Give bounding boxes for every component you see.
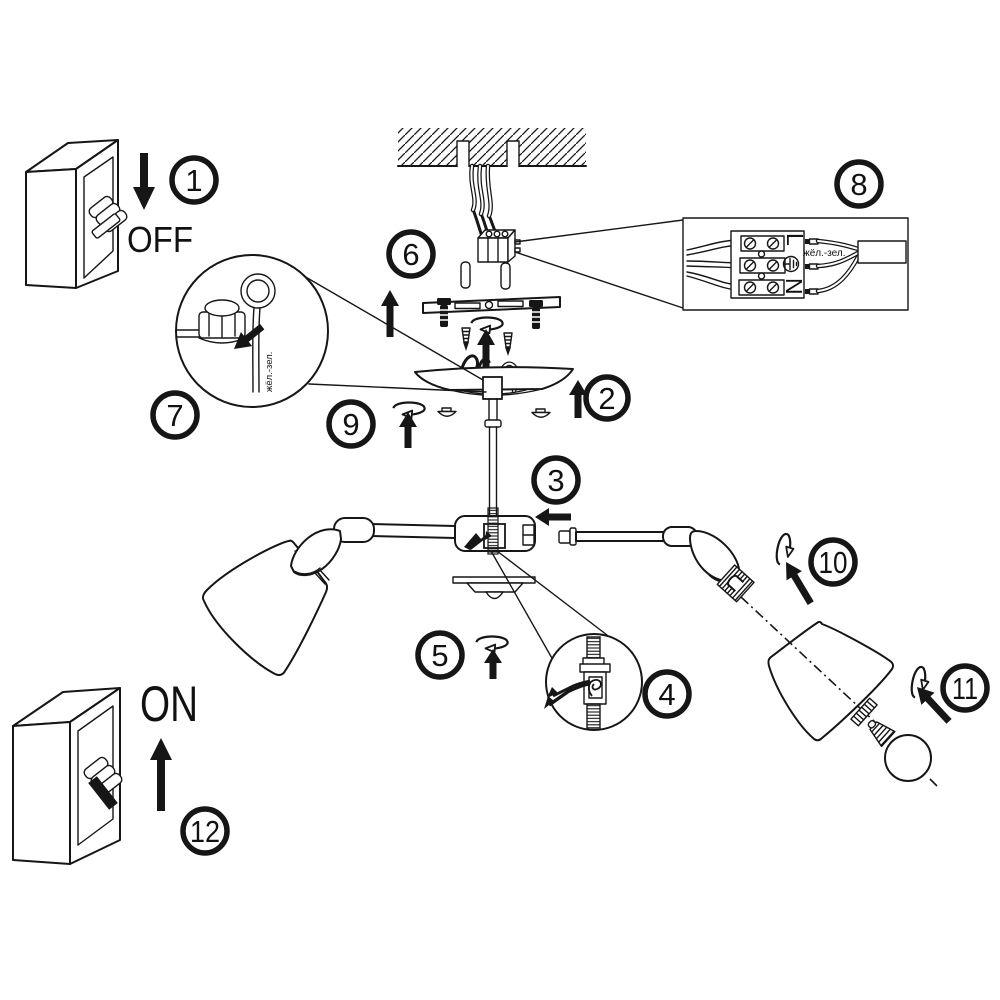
cable-gland-nut <box>175 299 246 344</box>
curled-wire <box>588 679 602 697</box>
step-badge-10: 10 <box>808 537 858 587</box>
ceiling-wires <box>469 163 499 238</box>
callout-line-terminal-detail <box>514 219 684 309</box>
terminal-screws <box>743 237 780 294</box>
bulb-base <box>867 720 896 748</box>
dome-nut <box>531 408 551 418</box>
canopy-gland-nut <box>482 376 503 400</box>
bracket-screw <box>437 298 451 327</box>
rotate-arrow-icon <box>470 316 504 335</box>
twisted-wires <box>544 679 591 709</box>
drilled-hole <box>506 140 520 166</box>
diagonal-arrow-icon <box>917 687 952 724</box>
junction-terminal <box>477 229 521 263</box>
step-number: 11 <box>952 671 978 706</box>
switch-levers-off <box>88 195 128 239</box>
hub-body <box>454 507 536 555</box>
detail-circle-connector <box>544 633 643 731</box>
step-badge-12: 12 <box>180 806 230 856</box>
step-badge-6: 6 <box>386 229 436 279</box>
anchor-screw <box>503 332 513 356</box>
up-arrow-icon <box>381 290 399 337</box>
bulb-globe <box>884 734 932 782</box>
down-arrow-icon <box>133 153 155 210</box>
bottom-plate <box>452 576 536 600</box>
twisted-wires <box>464 531 492 550</box>
hub-threaded-tube <box>487 507 499 555</box>
canopy <box>414 366 574 400</box>
right-arm <box>558 526 698 547</box>
threaded-rod <box>586 703 601 729</box>
threaded-ring <box>850 697 878 727</box>
step-number: 7 <box>166 398 183 433</box>
on-label: ON <box>140 676 198 732</box>
step-number: 8 <box>850 167 867 202</box>
step-badge-2: 2 <box>583 374 631 422</box>
step-badge-3: 3 <box>531 455 581 505</box>
step-number: 1 <box>185 163 202 198</box>
rotate-arrow-icon <box>475 635 509 654</box>
ceiling <box>397 128 587 167</box>
live-terminal-label: L <box>782 233 808 246</box>
dome-nut <box>437 407 457 417</box>
step-badge-1: 1 <box>169 155 219 205</box>
mounting-bracket <box>422 296 561 329</box>
step-number: 10 <box>819 545 848 580</box>
step-badge-9: 9 <box>326 399 376 449</box>
left-arrow-icon <box>535 508 571 526</box>
step-badge-11: 11 <box>940 663 990 713</box>
wire-color-note: жёл.-зел. <box>264 352 275 392</box>
breaker-switch-on <box>12 687 123 865</box>
neutral-terminal-label: N <box>781 278 807 295</box>
step-badge-7: 7 <box>150 390 200 440</box>
left-arm <box>327 517 456 543</box>
drilled-hole <box>456 140 470 166</box>
step-badge-8: 8 <box>834 159 884 209</box>
terminal-detail-box: L N жёл.-зел. <box>682 217 909 311</box>
threaded-rod <box>586 636 601 659</box>
rotate-arrow-icon <box>773 531 798 568</box>
step-number: 9 <box>342 407 359 442</box>
step-number: 3 <box>547 463 564 498</box>
breaker-switch-off <box>25 139 128 289</box>
up-arrow-icon <box>477 329 495 369</box>
up-arrow-icon <box>399 412 417 448</box>
off-label: OFF <box>127 219 193 260</box>
step-badge-5: 5 <box>415 630 465 680</box>
bracket-screw <box>529 300 543 329</box>
hanger-rod <box>484 398 502 517</box>
wall-anchors <box>460 261 511 290</box>
callout-line-connector-detail <box>490 550 608 661</box>
axis-line <box>929 778 938 787</box>
up-arrow-icon <box>150 738 172 811</box>
earth-symbol <box>782 255 800 273</box>
hub-connector <box>483 523 506 549</box>
detail-circle-gland: жёл.-зел. <box>175 254 329 408</box>
step-number: 2 <box>598 381 615 416</box>
lamp-cable <box>805 238 907 295</box>
ceiling-hatch <box>398 128 586 166</box>
step-number: 6 <box>402 237 419 272</box>
terminal-block: L N <box>730 230 808 299</box>
step-badge-4: 4 <box>642 669 692 719</box>
diagonal-arrow-icon <box>786 562 814 605</box>
switch-levers-on <box>83 756 123 810</box>
step-number: 4 <box>658 677 675 712</box>
wire-color-note: жёл.-зел. <box>803 248 846 259</box>
anchor-screw <box>461 327 471 351</box>
up-arrow-icon <box>484 649 502 679</box>
ring-terminal <box>240 273 276 393</box>
up-arrow-icon <box>569 380 587 418</box>
pointer-arrow-icon <box>234 323 265 349</box>
threaded-socket <box>716 564 755 603</box>
light-bulb <box>867 720 932 782</box>
step-number: 5 <box>431 638 448 673</box>
left-socket-cup <box>290 528 342 577</box>
step-number: 12 <box>190 814 220 849</box>
